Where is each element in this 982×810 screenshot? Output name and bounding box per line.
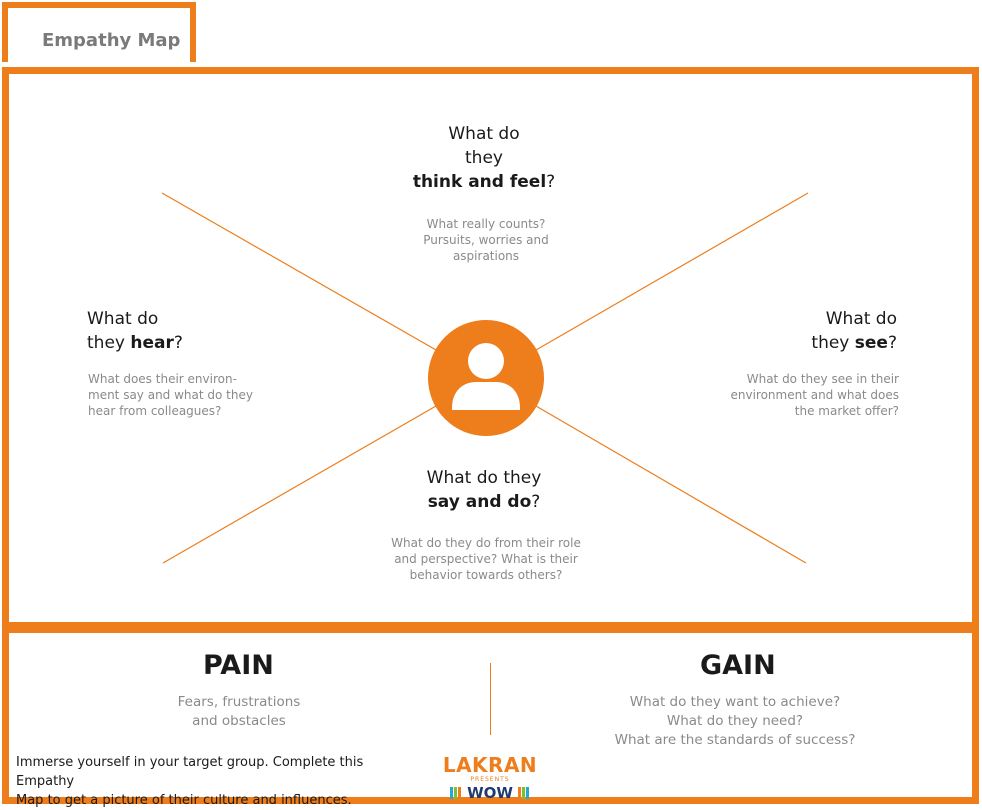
divider-line-bottom-right	[535, 405, 807, 564]
pain-title: PAIN	[203, 650, 274, 681]
say-hint1: What do they do from their role	[391, 536, 581, 550]
intro-line2: Map to get a picture of their culture an…	[16, 793, 352, 808]
say-do-question: What do they say and do?	[384, 466, 584, 514]
say-do-hint: What do they do from their role and pers…	[366, 535, 606, 583]
pain-gain-frame	[2, 626, 979, 804]
hear-hint1: What does their environ-	[88, 372, 237, 386]
see-line2: they see?	[697, 331, 897, 355]
pain-line1: Fears, frustrations	[177, 694, 301, 710]
hear-prefix: they	[87, 333, 131, 353]
avatar-glyph	[452, 343, 520, 410]
say-line1: What do they	[426, 468, 542, 488]
think-hint3: aspirations	[452, 249, 520, 263]
logo-bars-left-icon	[449, 785, 462, 803]
divider-line-top-left	[161, 192, 437, 351]
think-hint2: Pursuits, worries and	[423, 233, 549, 247]
see-line1: What do	[825, 309, 897, 329]
hear-question: What do they hear?	[87, 307, 287, 355]
map-frame	[2, 67, 979, 629]
see-hint2: environment and what does	[730, 388, 899, 402]
hear-line1: What do	[87, 309, 159, 329]
pain-gain-divider	[490, 663, 491, 735]
hear-hint: What does their environ- ment say and wh…	[88, 371, 288, 419]
see-strong: see	[854, 333, 888, 353]
intro-line1: Immerse yourself in your target group. C…	[16, 755, 364, 789]
think-line3: think and feel?	[384, 170, 584, 194]
empathy-map-tab[interactable]: Empathy Map	[2, 2, 196, 62]
hear-strong: hear	[130, 333, 174, 353]
lakran-wow-logo: LAKRAN PRESENTS WOW	[440, 754, 540, 806]
hear-suffix: ?	[173, 333, 183, 353]
say-strong: say and do	[427, 492, 532, 512]
see-prefix: they	[811, 333, 855, 353]
divider-line-bottom-left	[162, 405, 437, 564]
gain-title: GAIN	[700, 650, 776, 681]
see-question: What do they see?	[697, 307, 897, 355]
hear-hint2: ment say and what do they	[88, 388, 253, 402]
see-suffix: ?	[887, 333, 897, 353]
say-suffix: ?	[531, 492, 541, 512]
gain-line1: What do they want to achieve?	[629, 694, 841, 710]
tab-title: Empathy Map	[42, 30, 181, 51]
pain-line2: and obstacles	[192, 713, 286, 729]
see-hint3: the market offer?	[794, 404, 899, 418]
logo-bars-right-icon	[518, 785, 530, 803]
gain-description: What do they want to achieve? What do th…	[605, 693, 865, 750]
hear-hint3: hear from colleagues?	[88, 404, 222, 418]
divider-line-top-right	[535, 192, 809, 351]
think-feel-question: What do they think and feel?	[384, 122, 584, 194]
say-hint2: and perspective? What is their	[394, 552, 578, 566]
think-feel-hint: What really counts? Pursuits, worries an…	[386, 216, 586, 264]
logo-product: WOW	[467, 784, 513, 802]
user-silhouette-icon	[428, 320, 544, 436]
logo-brand: LAKRAN	[442, 753, 538, 777]
see-hint: What do they see in their environment an…	[699, 371, 899, 419]
say-hint3: behavior towards others?	[409, 568, 563, 582]
think-strong: think and feel	[412, 172, 547, 192]
think-line1: What do	[448, 124, 520, 144]
think-line2: they	[465, 148, 503, 168]
think-suffix: ?	[546, 172, 556, 192]
see-hint1: What do they see in their	[746, 372, 899, 386]
logo-presents: PRESENTS	[470, 776, 510, 783]
think-hint1: What really counts?	[426, 217, 546, 231]
gain-line2: What do they need?	[666, 713, 804, 729]
say-line2: say and do?	[384, 490, 584, 514]
logo-product-row: WOW	[440, 784, 540, 803]
hear-line2: they hear?	[87, 331, 287, 355]
gain-line3: What are the standards of success?	[614, 732, 856, 748]
pain-description: Fears, frustrations and obstacles	[139, 693, 339, 731]
intro-text: Immerse yourself in your target group. C…	[16, 753, 416, 810]
